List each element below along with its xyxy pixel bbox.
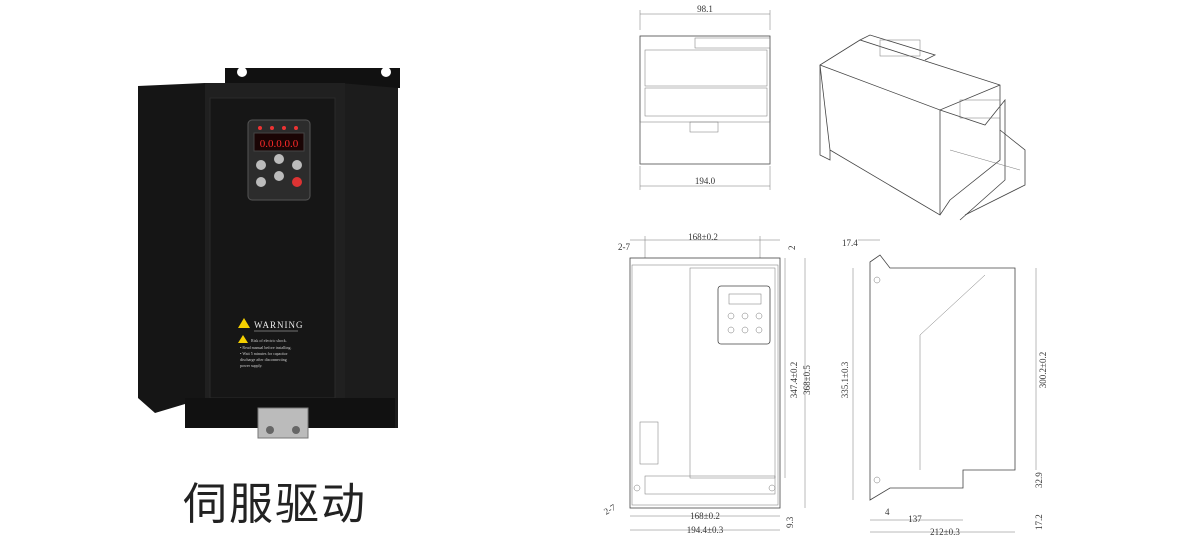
- mount-hole-icon: [237, 67, 247, 77]
- keypad: 0.0.0.0.0: [247, 119, 311, 201]
- front-view-drawing: 2-7 168±0.2 168±0.2 194.4±0.3 2-7 2 347.…: [602, 232, 812, 535]
- warning-text-line: power supply.: [240, 363, 262, 368]
- warning-text-line: • Read manual before installing.: [240, 345, 292, 350]
- dimension-label: 137: [908, 514, 922, 524]
- warning-text-line: • Wait 5 minutes for capacitor: [240, 351, 288, 356]
- warning-text-line: discharge after disconnecting: [240, 357, 287, 362]
- dimension-label: 347.4±0.2: [789, 362, 799, 398]
- warning-title: WARNING: [254, 320, 304, 330]
- dimension-label: 212±0.3: [930, 527, 960, 537]
- technical-drawings: 98.1 194.0 2-7 168±0.2: [602, 4, 1048, 537]
- isometric-drawing: [819, 34, 1026, 221]
- warning-text-line: Risk of electric shock.: [251, 338, 287, 343]
- hole-label: 2-7: [618, 242, 630, 252]
- top-width-label: 98.1: [697, 4, 713, 14]
- dimension-label: 17.4: [842, 238, 858, 248]
- dimension-label: 32.9: [1034, 472, 1044, 488]
- dimension-label: 17.2: [1034, 514, 1044, 530]
- keypad-display: 0.0.0.0.0: [260, 138, 299, 150]
- top-view-drawing: 98.1 194.0: [639, 4, 771, 190]
- warning-label: WARNING Risk of electric shock. • Read m…: [238, 318, 304, 368]
- stop-button[interactable]: [292, 177, 302, 187]
- dimension-label: 335.1±0.3: [840, 361, 850, 398]
- product-photo: 0.0.0.0.0 WARNING Risk of electric shock…: [130, 58, 420, 458]
- keypad-button[interactable]: [292, 160, 302, 170]
- side-view-drawing: 17.4 335.1±0.3 300.2±0.2 32.9 17.2 4 137…: [840, 238, 1048, 537]
- keypad-button[interactable]: [274, 171, 284, 181]
- dimension-label: 4: [885, 507, 890, 517]
- dimension-label: 368±0.5: [802, 365, 812, 395]
- keypad-button[interactable]: [256, 160, 266, 170]
- bottom-width-label: 194.0: [695, 176, 716, 186]
- dimension-label: 2: [787, 246, 797, 251]
- dimension-label: 9.3: [785, 516, 795, 528]
- dimension-label: 300.2±0.2: [1038, 352, 1048, 388]
- dimension-label: 168±0.2: [688, 232, 718, 242]
- keypad-button[interactable]: [274, 154, 284, 164]
- keypad-button[interactable]: [256, 177, 266, 187]
- hole-label: 2-7: [602, 502, 618, 517]
- dimension-label: 168±0.2: [690, 511, 720, 521]
- dimension-label: 194.4±0.3: [687, 525, 724, 535]
- caption: 伺服驱动: [183, 479, 367, 530]
